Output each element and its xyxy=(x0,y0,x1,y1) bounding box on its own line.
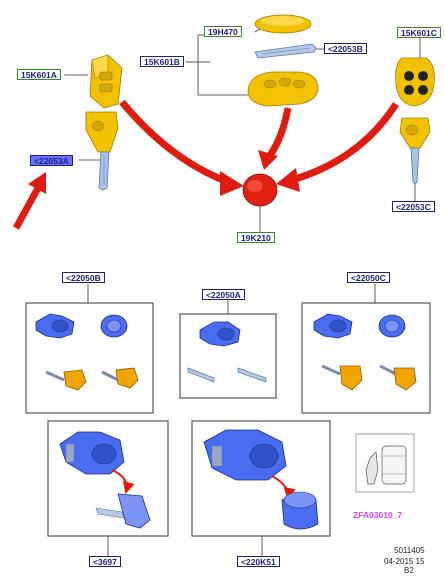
kit-220K51-parts xyxy=(203,429,319,530)
label-19H470: 19H470 xyxy=(204,26,242,37)
label-22050B: <22050B xyxy=(62,272,105,283)
red-cap-19K210 xyxy=(242,173,278,207)
remote-fob-15K601C xyxy=(395,57,435,185)
red-arrows xyxy=(12,99,399,230)
label-3697: <3697 xyxy=(89,556,121,567)
flip-key-15K601A xyxy=(85,54,123,191)
kit-22050A-parts xyxy=(187,321,267,383)
label-ZFA03010-7: ZFA03010_7 xyxy=(353,510,403,520)
kit-22050C-parts xyxy=(313,313,417,391)
footer-page: B2 xyxy=(404,566,414,575)
label-22050A: <22050A xyxy=(202,289,245,300)
label-15K601B: 15K601B xyxy=(140,56,184,67)
footer-code: 5011405 xyxy=(394,546,425,555)
key-cover-19H470 xyxy=(254,14,312,34)
label-220K51: <220K51 xyxy=(237,556,280,567)
label-15K601A: 15K601A xyxy=(17,69,61,80)
remote-fob-15K601B xyxy=(247,71,319,107)
grease-kit-parts xyxy=(365,445,407,485)
kit-3697-parts xyxy=(59,431,151,529)
kit-22050B-parts xyxy=(35,313,139,391)
label-22050C: <22050C xyxy=(347,272,390,283)
label-19K210: 19K210 xyxy=(237,232,275,243)
label-22053B: <22053B xyxy=(324,43,367,54)
leader-lines xyxy=(64,23,421,556)
label-15K601C: 15K601C xyxy=(397,27,441,38)
footer-date: 04-2015 15 xyxy=(384,557,425,566)
label-22053C: <22053C xyxy=(392,201,435,212)
key-blade-22053B xyxy=(254,43,317,59)
label-22053A: <22053A xyxy=(30,155,73,166)
